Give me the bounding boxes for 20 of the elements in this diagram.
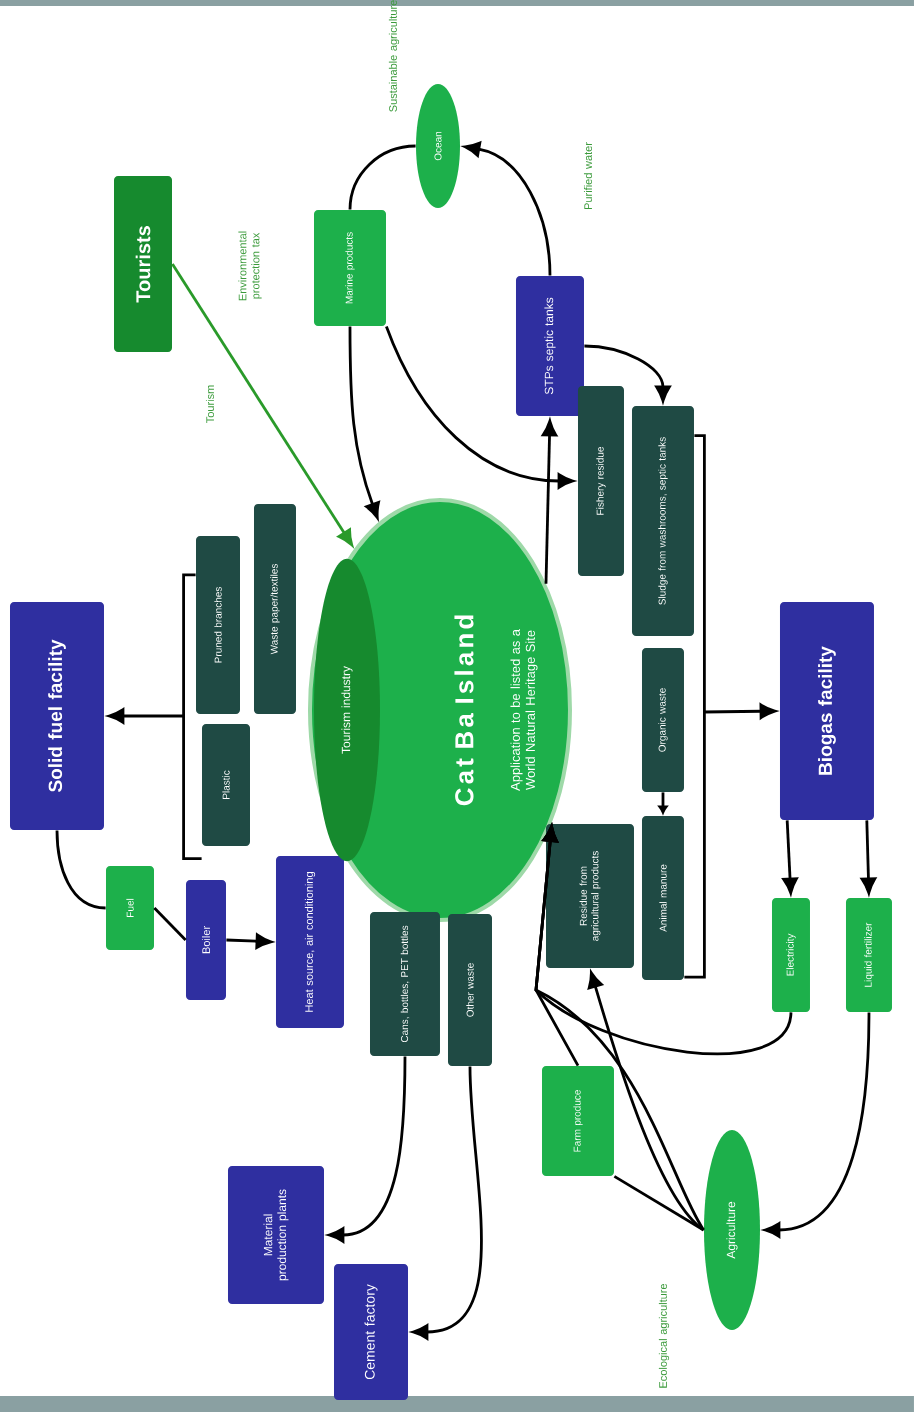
arrow bbox=[860, 820, 877, 895]
arrow bbox=[411, 1066, 483, 1340]
arrow bbox=[171, 263, 354, 547]
facility-box: Solid fuel facility bbox=[10, 602, 104, 830]
arrow bbox=[348, 326, 380, 519]
arrow bbox=[584, 344, 671, 403]
tourists-box: Tourists bbox=[114, 176, 172, 352]
bracket-arrow bbox=[683, 434, 777, 979]
arrow bbox=[782, 820, 798, 895]
arrow bbox=[226, 933, 273, 949]
arrow bbox=[587, 971, 705, 1232]
bracket-arrow bbox=[107, 573, 203, 861]
arrow bbox=[327, 1056, 407, 1243]
arrow bbox=[763, 1012, 871, 1238]
arrow bbox=[534, 825, 705, 1231]
facility-box: Biogas facility bbox=[780, 602, 874, 820]
arrow bbox=[463, 141, 552, 276]
arrow bbox=[541, 419, 558, 584]
arrow bbox=[658, 792, 668, 814]
arrow bbox=[385, 325, 575, 489]
